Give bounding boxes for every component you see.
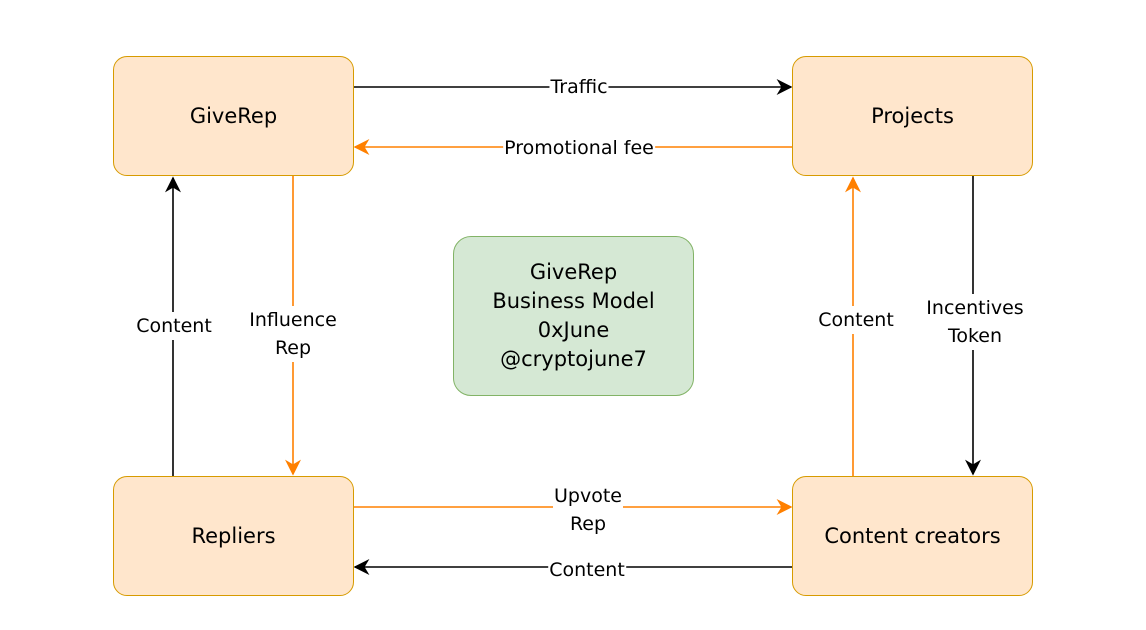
center-line-3: 0xJune [537, 318, 610, 342]
label-creators-to-repliers: Content [548, 556, 626, 584]
label-upvote-rep: Upvote Rep [553, 482, 623, 538]
node-content-creators-label: Content creators [824, 524, 1001, 548]
label-traffic: Traffic [549, 73, 609, 101]
node-content-creators: Content creators [792, 476, 1033, 596]
node-repliers: Repliers [113, 476, 354, 596]
label-influence-rep: Influence Rep [248, 306, 338, 362]
node-projects: Projects [792, 56, 1033, 176]
label-creators-to-projects: Content [817, 306, 895, 334]
label-incentives-token: Incentives Token [925, 294, 1025, 350]
center-title-box: GiveRep Business Model 0xJune @cryptojun… [453, 236, 694, 396]
node-giverep-label: GiveRep [189, 104, 278, 128]
label-promotional-fee: Promotional fee [503, 134, 655, 162]
node-repliers-label: Repliers [191, 524, 276, 548]
center-line-2: Business Model [492, 289, 655, 313]
node-giverep: GiveRep [113, 56, 354, 176]
label-repliers-to-giverep: Content [135, 312, 213, 340]
center-line-4: @cryptojune7 [500, 347, 647, 371]
center-line-1: GiveRep [529, 260, 618, 284]
node-projects-label: Projects [871, 104, 954, 128]
